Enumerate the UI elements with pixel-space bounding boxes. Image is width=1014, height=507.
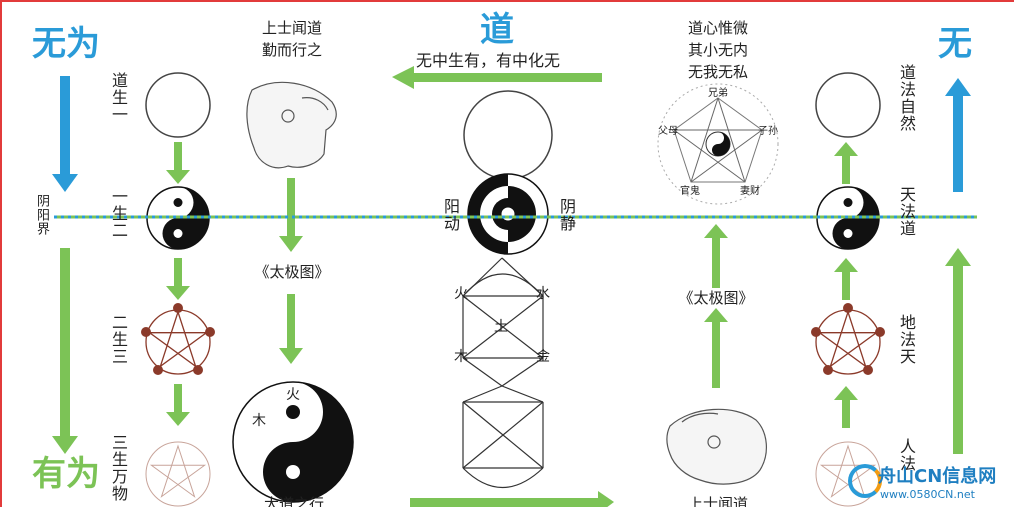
taiji-bottom-left — [232, 381, 354, 503]
top-left-arrow — [392, 66, 602, 89]
dao-title: 道 — [480, 10, 514, 50]
wu-up-arrow — [945, 78, 971, 192]
wuwei-label: 无为 — [32, 24, 100, 64]
tian-fa-dao: 天法道 — [897, 186, 916, 237]
top-right-caption-3: 无我无私 — [687, 63, 748, 81]
taiji-fire: 火 — [286, 387, 300, 403]
wuxing-network-lower — [462, 385, 544, 488]
element-metal: 金 — [536, 349, 550, 365]
bottom-right-caption: 上士闻道 — [687, 495, 748, 507]
liuqin-guangui: 官鬼 — [680, 186, 700, 197]
top-right-caption-1: 道心惟微 — [687, 19, 748, 37]
di-fa-tian: 地法天 — [897, 314, 916, 365]
wuxing-star-right — [811, 303, 885, 375]
san-sheng-wanwu: 三生万物 — [109, 434, 128, 502]
col1-arrows — [166, 142, 190, 426]
bottom-left-caption: 大道之行 — [263, 495, 324, 507]
element-fire: 火 — [454, 286, 468, 302]
wuxing-network-upper — [462, 257, 544, 387]
yin-jing-label: 阴静 — [557, 198, 576, 232]
col2-arrows — [279, 178, 303, 364]
wuji-circle-center — [463, 90, 553, 180]
dao-sheng-yi: 道生一 — [109, 72, 128, 123]
wu-label: 无 — [938, 24, 972, 64]
youwei-label: 有为 — [32, 454, 100, 494]
element-earth: 土 — [494, 319, 508, 335]
yi-sheng-er: 一生二 — [109, 188, 128, 239]
element-water: 水 — [536, 286, 550, 302]
wuwei-down-arrow — [52, 76, 78, 192]
watermark-logo: 舟山CN信息网 www.0580CN.net — [848, 462, 1012, 506]
wuji-circle-left — [145, 72, 211, 138]
col4-arrows — [704, 224, 728, 388]
top-left-caption-1: 上士闻道 — [261, 19, 322, 37]
youwei-down-arrow — [52, 248, 78, 454]
watermark-url: www.0580CN.net — [880, 488, 975, 501]
watermark-swirl-icon — [848, 464, 882, 498]
wuxing-star-left — [141, 303, 215, 375]
yinyang-boundary-label: 阴阳界 — [34, 194, 49, 236]
watermark-name: 舟山CN信息网 — [878, 466, 997, 487]
head-right-icon — [666, 408, 767, 485]
liuqin-fumu: 父母 — [658, 126, 678, 137]
taiji-center-rings — [467, 173, 549, 255]
ren-fa-di: 人法 — [897, 438, 916, 472]
top-left-caption-2: 勤而行之 — [261, 41, 322, 59]
dao-fa-ziran: 道法自然 — [897, 64, 916, 132]
head-left-icon — [246, 81, 337, 169]
liuqin-zisun: 子孙 — [758, 126, 778, 137]
liuqin-xiongdi: 兄弟 — [708, 88, 728, 99]
col5-arrows — [834, 142, 858, 428]
liuqin-diagram — [657, 83, 779, 205]
taiji-label-left: 《太极图》 — [254, 263, 330, 281]
bottom-right-arrow — [410, 491, 614, 507]
liuqin-qicai: 妻财 — [740, 186, 760, 197]
youwei-up-arrow — [945, 248, 971, 454]
yang-dong-label: 阳动 — [441, 198, 460, 232]
taiji-label-right: 《太极图》 — [678, 289, 754, 307]
top-right-caption-2: 其小无内 — [687, 41, 748, 59]
element-wood: 木 — [454, 349, 468, 365]
wuji-circle-right — [815, 72, 881, 138]
er-sheng-san: 二生三 — [109, 314, 128, 365]
taiji-wood: 木 — [252, 413, 266, 429]
wanwu-star-left — [145, 441, 211, 507]
center-subtitle: 无中生有，有中化无 — [416, 51, 561, 70]
